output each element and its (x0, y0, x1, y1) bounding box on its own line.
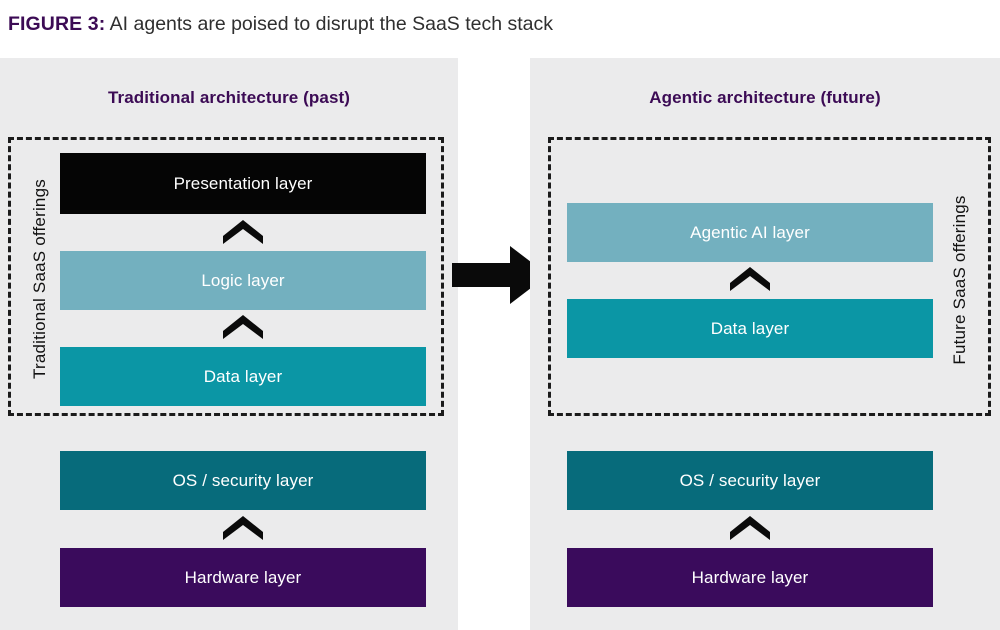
traditional-saas-side-label: Traditional SaaS offerings (30, 179, 49, 379)
layer-presentation[interactable]: Presentation layer (60, 153, 426, 214)
chevron-up-icon-right-1 (730, 267, 770, 291)
panel-right-header: Agentic architecture (future) (649, 88, 881, 107)
layer-os-security[interactable]: OS / security layer (60, 451, 426, 510)
chevron-up-icon-left-2 (223, 315, 263, 339)
layer-presentation-label: Presentation layer (173, 173, 313, 193)
layer-logic-label: Logic layer (201, 270, 285, 290)
layer-hardware-right[interactable]: Hardware layer (567, 548, 933, 607)
traditional-saas-group-box: Traditional SaaS offerings (8, 137, 444, 416)
future-saas-side-label: Future SaaS offerings (950, 195, 969, 365)
figure-title-text: AI agents are poised to disrupt the SaaS… (109, 13, 554, 35)
layer-data-right-label: Data layer (710, 318, 790, 338)
panel-agentic-architecture: Agentic architecture (future) Future Saa… (530, 58, 1000, 630)
layer-agentic-ai[interactable]: Agentic AI layer (567, 203, 933, 262)
chevron-up-icon-right-2 (730, 516, 770, 540)
chevron-up-icon-left-1 (223, 220, 263, 244)
layer-hardware-right-label: Hardware layer (691, 567, 809, 587)
chevron-up-icon-left-3 (223, 516, 263, 540)
layer-data-right[interactable]: Data layer (567, 299, 933, 358)
figure-title: FIGURE 3: AI agents are poised to disrup… (8, 9, 968, 41)
layer-data-label: Data layer (203, 366, 283, 386)
figure-label: FIGURE 3: (8, 13, 106, 35)
layer-hardware[interactable]: Hardware layer (60, 548, 426, 607)
panel-traditional-architecture: Traditional architecture (past) Traditio… (0, 58, 458, 630)
layer-os-security-label: OS / security layer (172, 470, 314, 490)
layer-os-security-right[interactable]: OS / security layer (567, 451, 933, 510)
layer-agentic-ai-label: Agentic AI layer (690, 222, 810, 242)
layer-logic[interactable]: Logic layer (60, 251, 426, 310)
panel-left-header: Traditional architecture (past) (107, 88, 351, 107)
right-arrow-icon (452, 246, 548, 304)
layer-hardware-label: Hardware layer (184, 567, 302, 587)
layer-data[interactable]: Data layer (60, 347, 426, 406)
layer-os-security-right-label: OS / security layer (679, 470, 821, 490)
future-saas-group-box: Future SaaS offerings (548, 137, 991, 416)
